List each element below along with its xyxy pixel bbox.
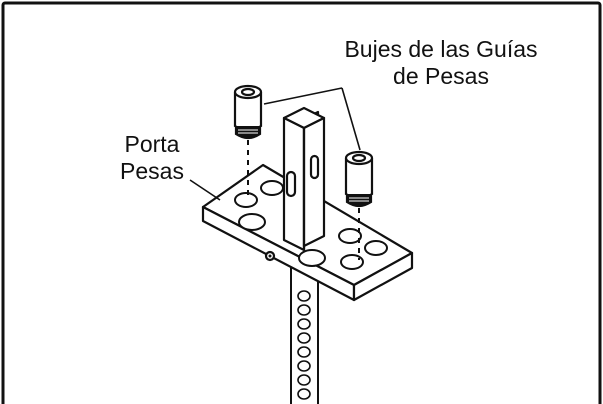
guide-bushings-label: Bujes de las Guías de Pesas [318,36,564,90]
weight-carrier-label-line2: Pesas [120,158,184,184]
center-bracket [282,106,326,252]
guide-bushings-label-line1: Bujes de las Guías [344,36,538,62]
right-guide-bushing [344,150,374,208]
leader-lines [189,87,361,201]
plate-holes [234,180,388,270]
weight-stem [290,262,319,404]
guide-bushings-label-line2: de Pesas [393,63,489,89]
weight-carrier-label: Porta Pesas [104,131,200,185]
weight-carrier-label-line1: Porta [124,131,180,157]
left-guide-bushing [233,84,263,140]
